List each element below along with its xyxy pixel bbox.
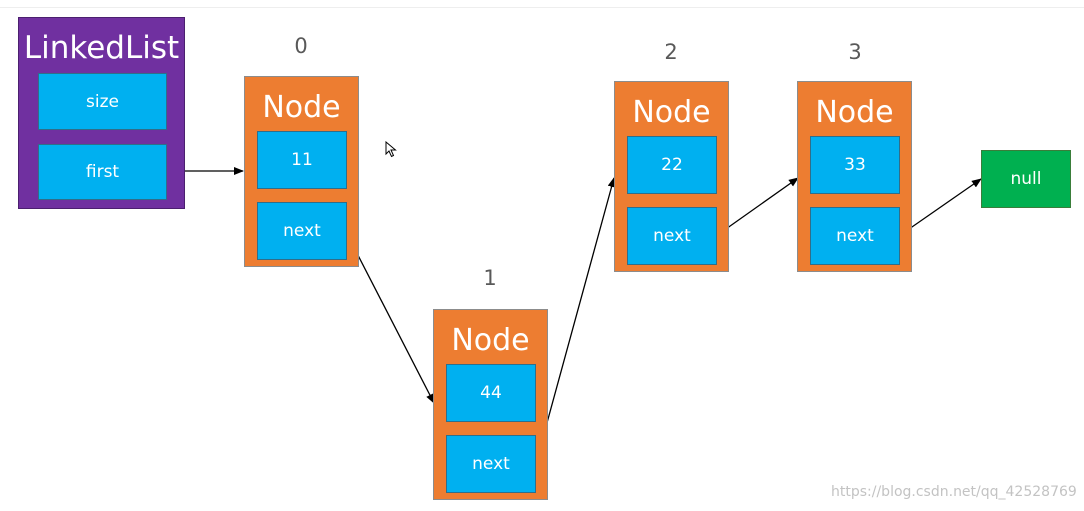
first-field: first — [38, 144, 167, 200]
node-1-next: next — [446, 435, 536, 493]
node-3: Node 33 next — [797, 81, 912, 272]
arrow-node-0-to-node-1 — [344, 229, 435, 404]
watermark: https://blog.csdn.net/qq_42528769 — [831, 484, 1077, 500]
arrow-node-1-to-node-2 — [535, 177, 616, 464]
node-0-title: Node — [262, 90, 341, 125]
node-index-1: 1 — [483, 266, 497, 290]
size-field: size — [38, 73, 167, 130]
node-0: Node 11 next — [244, 76, 359, 267]
node-index-3: 3 — [848, 40, 862, 64]
node-3-next: next — [810, 207, 900, 265]
node-3-title: Node — [815, 95, 894, 130]
node-2-next: next — [627, 207, 717, 265]
linked-list-title: LinkedList — [23, 30, 180, 66]
node-2: Node 22 next — [614, 81, 729, 272]
node-2-title: Node — [632, 95, 711, 130]
node-1-value: 44 — [446, 364, 536, 422]
null-box: null — [981, 150, 1071, 208]
node-0-value: 11 — [257, 131, 347, 189]
node-1-title: Node — [451, 323, 530, 358]
node-index-2: 2 — [664, 40, 678, 64]
node-3-value: 33 — [810, 136, 900, 194]
node-2-value: 22 — [627, 136, 717, 194]
node-1: Node 44 next — [433, 309, 548, 500]
node-0-next: next — [257, 202, 347, 260]
node-index-0: 0 — [294, 34, 308, 58]
linked-list-box: LinkedList size first — [18, 17, 185, 209]
top-divider — [0, 7, 1084, 8]
arrow-node-3-to-null — [898, 178, 982, 237]
mouse-cursor-icon — [385, 141, 397, 158]
arrow-node-2-to-node-3 — [715, 177, 799, 237]
